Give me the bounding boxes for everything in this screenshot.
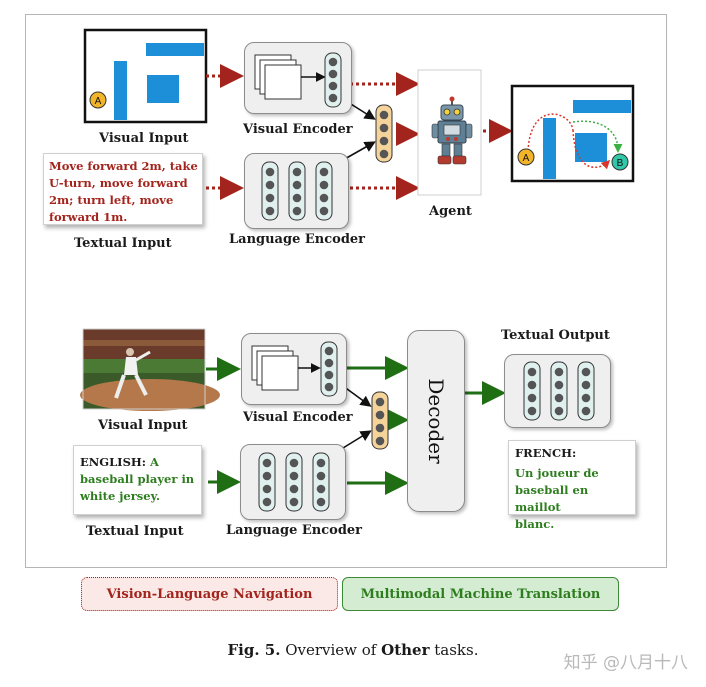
- vln-fusion-vector: [375, 104, 393, 163]
- mmt-fusion-vector: [371, 391, 389, 450]
- legend-vln: Vision-Language Navigation: [81, 577, 338, 611]
- figure-caption: Fig. 5. Overview of Other tasks.: [0, 641, 706, 659]
- agent-label: Agent: [429, 204, 472, 219]
- marker-a-output-label: A: [523, 153, 530, 164]
- marker-a-label: A: [95, 96, 102, 107]
- source-line: baseball player in: [80, 472, 195, 486]
- vln-visual-encoder-graphic: [254, 52, 342, 108]
- mmt-target-box: FRENCH: Un joueur de baseball en maillot…: [508, 440, 636, 531]
- vln-language-encoder-label: Language Encoder: [229, 232, 366, 247]
- mmt-textual-output-label: Textual Output: [501, 328, 610, 343]
- target-line: blanc.: [515, 517, 555, 531]
- mmt-visual-input-label: Visual Input: [98, 418, 188, 433]
- mmt-language-encoder: [240, 444, 346, 520]
- caption-text-post: tasks.: [429, 641, 479, 659]
- mmt-visual-encoder: [241, 333, 347, 405]
- legend-mmt-label: Multimodal Machine Translation: [360, 586, 601, 602]
- agent-box: [417, 69, 482, 196]
- vln-visual-input-map: A: [83, 28, 208, 124]
- legend-mmt: Multimodal Machine Translation: [342, 577, 619, 611]
- source-language: ENGLISH:: [80, 455, 146, 469]
- vln-visual-input-label: Visual Input: [99, 131, 189, 146]
- source-line: white jersey.: [80, 489, 160, 503]
- vln-language-encoder-graphic: [261, 161, 333, 221]
- caption-text-bold: Other: [381, 641, 430, 659]
- caption-fig-number: Fig. 5.: [227, 641, 281, 659]
- watermark: 知乎 @八月十八: [563, 653, 688, 673]
- instruction-line: 2m; turn left, move: [49, 193, 174, 207]
- mmt-output-graphic: [523, 361, 595, 421]
- mmt-source-box: ENGLISH: A baseball player in white jers…: [73, 445, 202, 515]
- vln-textual-input-label: Textual Input: [74, 236, 172, 251]
- mmt-visual-encoder-graphic: [251, 341, 338, 397]
- instruction-line: U-turn, move forward: [49, 176, 188, 190]
- vln-language-encoder: [244, 153, 349, 229]
- instruction-line: Move forward 2m, take: [49, 159, 198, 173]
- instruction-line: forward 1m.: [49, 210, 128, 224]
- vln-instruction-box: Move forward 2m, take U-turn, move forwa…: [43, 153, 203, 225]
- target-line: baseball en maillot: [515, 483, 589, 514]
- mmt-language-encoder-graphic: [258, 452, 330, 512]
- target-line: Un joueur de: [515, 466, 599, 480]
- vln-output-map: A B: [510, 84, 635, 183]
- mmt-visual-encoder-label: Visual Encoder: [243, 410, 353, 425]
- marker-b-label: B: [617, 158, 624, 169]
- mmt-arrow-language-to-fusion: [342, 430, 372, 449]
- robot-icon: [431, 96, 473, 165]
- vln-arrow-language-to-fusion: [342, 141, 376, 161]
- target-language: FRENCH:: [515, 446, 577, 460]
- mmt-textual-input-label: Textual Input: [86, 524, 184, 539]
- vln-visual-encoder: [244, 42, 352, 114]
- decoder-label: Decoder: [424, 378, 448, 464]
- vln-visual-encoder-label: Visual Encoder: [243, 122, 353, 137]
- decoder-block: Decoder: [407, 330, 465, 512]
- legend-vln-label: Vision-Language Navigation: [106, 586, 313, 602]
- baseball-photo: [80, 328, 220, 411]
- mmt-textual-output-vectors: [504, 354, 611, 428]
- mmt-arrow-visual-to-fusion: [342, 385, 372, 407]
- mmt-language-encoder-label: Language Encoder: [226, 523, 363, 538]
- caption-text-pre: Overview of: [280, 641, 382, 659]
- source-line: A: [150, 455, 159, 469]
